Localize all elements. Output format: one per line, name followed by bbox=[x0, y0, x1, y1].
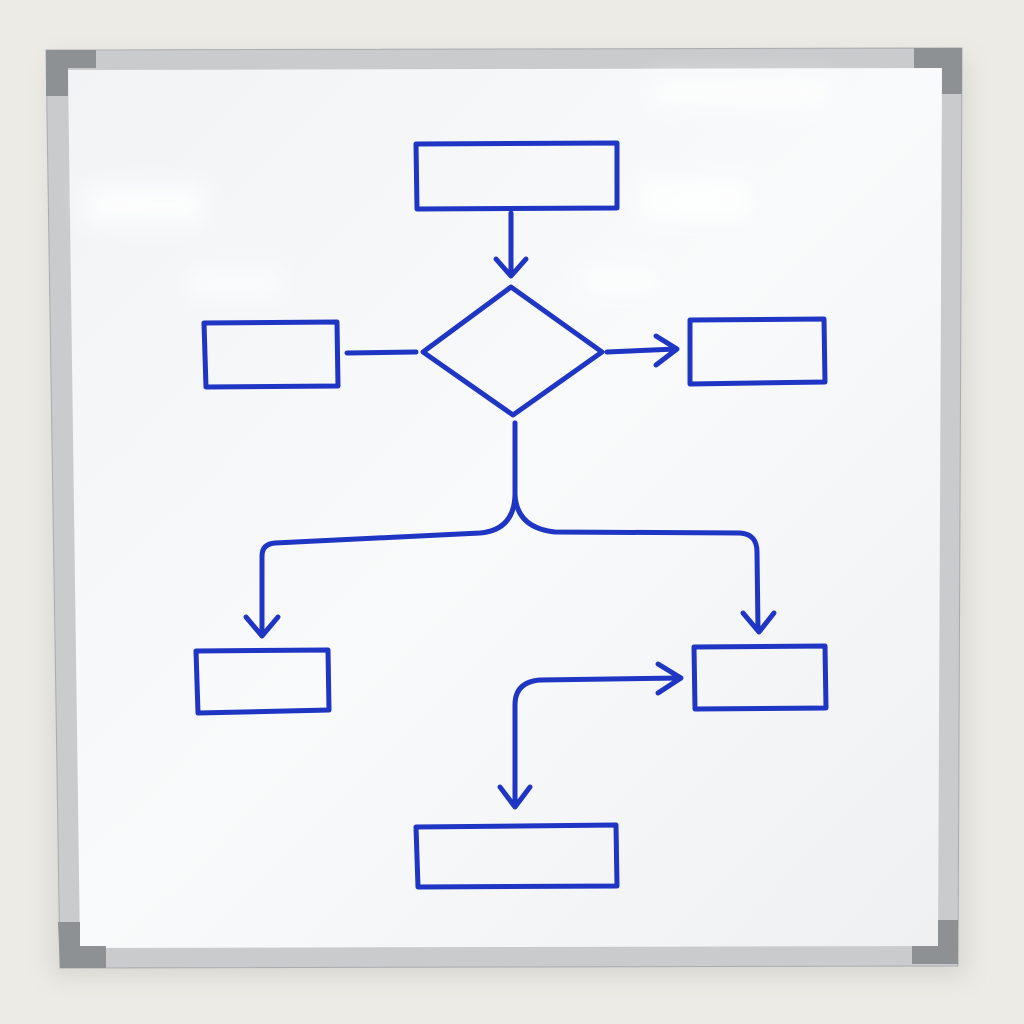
edge-bottom-right-to-bottom bbox=[512, 675, 683, 808]
node-rectangle-left bbox=[201, 319, 341, 390]
corner-top-right bbox=[914, 48, 962, 94]
node-rectangle-bottom-right bbox=[691, 643, 829, 712]
edge-left-to-decision bbox=[344, 349, 419, 356]
node-rectangle-bottom bbox=[413, 822, 620, 890]
corner-bottom-right bbox=[912, 920, 958, 964]
flowchart bbox=[193, 140, 829, 890]
glare bbox=[85, 80, 830, 295]
frame-corners bbox=[46, 48, 962, 968]
edge-decision-to-bottom-right bbox=[512, 420, 761, 633]
node-rectangle-top bbox=[413, 140, 620, 212]
arrowhead-icon bbox=[653, 333, 680, 368]
edge-decision-to-bottom-left bbox=[259, 420, 518, 637]
corner-bottom-left bbox=[58, 922, 106, 968]
corner-top-left bbox=[46, 50, 96, 96]
arrowhead-icon bbox=[740, 610, 777, 635]
node-rectangle-bottom-left bbox=[193, 647, 332, 716]
arrowhead-icon bbox=[243, 614, 281, 639]
arrowhead-icon bbox=[655, 661, 684, 696]
node-rectangle-right bbox=[687, 316, 828, 387]
node-diamond-decision bbox=[420, 284, 605, 418]
arrowhead-icon bbox=[497, 784, 533, 810]
edge-decision-to-right bbox=[604, 346, 679, 355]
board-surface bbox=[68, 68, 942, 948]
arrowhead-icon bbox=[493, 256, 529, 279]
